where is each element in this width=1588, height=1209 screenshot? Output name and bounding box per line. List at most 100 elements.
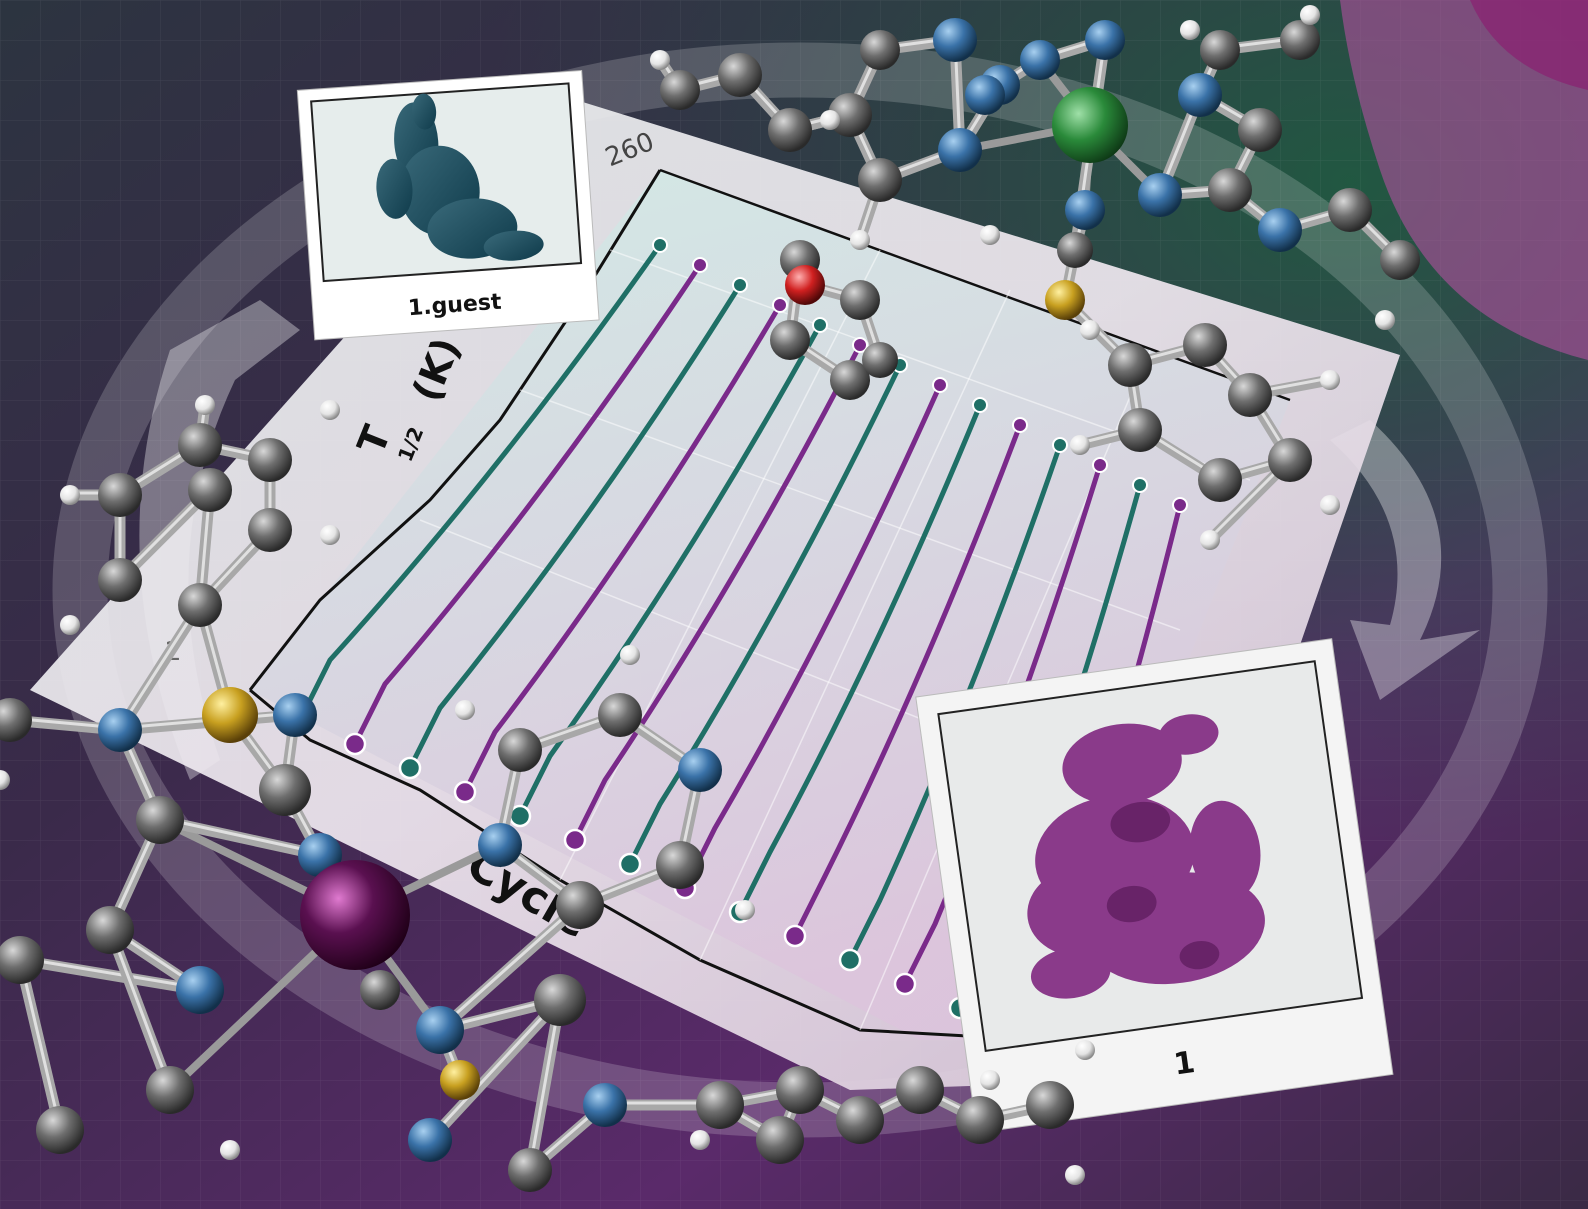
carbon-atom [0,936,44,984]
nitrogen-atom [1085,20,1125,60]
series-end-point [1172,497,1188,513]
metal-center-green [1052,87,1128,163]
series-end-point [1132,477,1148,493]
carbon-atom [718,53,762,97]
carbon-atom [1280,20,1320,60]
hydrogen-atom [60,615,80,635]
carbon-atom [840,280,880,320]
hydrogen-atom [1080,320,1100,340]
carbon-atom [259,764,311,816]
hydrogen-atom [320,400,340,420]
hydrogen-atom [320,525,340,545]
bond-highlight [528,996,562,1170]
carbon-atom [86,906,134,954]
nitrogen-atom [416,1006,464,1054]
carbon-atom [534,974,586,1026]
series-end-point [972,397,988,413]
nitrogen-atom [273,693,317,737]
bond [154,814,326,861]
carbon-atom [188,468,232,512]
nitrogen-atom [583,1083,627,1127]
series-end-point [652,237,668,253]
carbon-atom [896,1066,944,1114]
carbon-atom [556,881,604,929]
carbon-atom [1208,168,1252,212]
series-start-point [398,756,422,780]
carbon-atom [146,1066,194,1114]
hydrogen-atom [980,225,1000,245]
carbon-atom [1268,438,1312,482]
carbon-atom [1183,323,1227,367]
carbon-atom [1198,458,1242,502]
series-line [737,404,983,914]
series-end-point [932,377,948,393]
bond-highlight [108,926,172,1090]
carbon-atom [178,583,222,627]
carbon-atom [98,558,142,602]
hydrogen-atom [1200,530,1220,550]
metal-center-purple [300,860,410,970]
carbon-atom [1026,1081,1074,1129]
nitrogen-atom [965,75,1005,115]
carbon-atom [498,728,542,772]
series-start-point [838,948,862,972]
series-end-point [772,297,788,313]
carbon-atom [768,108,812,152]
carbon-atom [1057,232,1093,268]
nitrogen-atom [176,966,224,1014]
carbon-atom [508,1148,552,1192]
series-end-point [692,257,708,273]
bond-highlight [18,956,202,990]
bond-highlight [158,816,322,855]
hydrogen-atom [1375,310,1395,330]
sulfur-atom [202,687,258,743]
hydrogen-atom [455,700,475,720]
photo-1: 1 [915,638,1394,1134]
hydrogen-atom [690,1130,710,1150]
bond-highlight [428,996,562,1140]
hydrogen-atom [650,50,670,70]
carbon-atom [770,320,810,360]
hydrogen-atom [0,770,10,790]
series-end-point [812,317,828,333]
series-line [792,424,1023,938]
carbon-atom [956,1096,1004,1144]
series-end-point [732,277,748,293]
molecule-atoms [0,5,1420,1192]
carbon-atom [860,30,900,70]
carbon-atom [178,423,222,467]
hydrogen-atom [195,395,215,415]
photo-1-caption: 1 [1172,1045,1198,1083]
carbon-atom [248,438,292,482]
carbon-atom [1108,343,1152,387]
series-line [462,303,783,794]
carbon-atom [836,1096,884,1144]
carbon-atom [830,360,870,400]
carbon-atom [1118,408,1162,452]
magenta-arc-inner [1470,0,1588,90]
nitrogen-atom [408,1118,452,1162]
series-line [517,323,823,818]
hydrogen-atom [850,230,870,250]
series-start-point [563,828,587,852]
carbon-atom [98,473,142,517]
series-start-point [783,924,807,948]
bond-highlight [118,601,202,730]
series-end-point [852,337,868,353]
hydrogen-atom [1180,20,1200,40]
carbon-atom [858,158,902,202]
carbon-atom [656,841,704,889]
carbon-atom [598,693,642,737]
nitrogen-atom [1178,73,1222,117]
hydrogen-atom [1320,495,1340,515]
series-line [572,343,863,842]
carbon-atom [696,1081,744,1129]
hydrogen-atom [1075,1040,1095,1060]
nitrogen-atom [1020,40,1060,80]
carbon-atom [1238,108,1282,152]
carbon-atom [660,70,700,110]
carbon-atom [862,342,898,378]
series-start-point [618,852,642,876]
nitrogen-atom [1138,173,1182,217]
series-start-point [343,732,367,756]
